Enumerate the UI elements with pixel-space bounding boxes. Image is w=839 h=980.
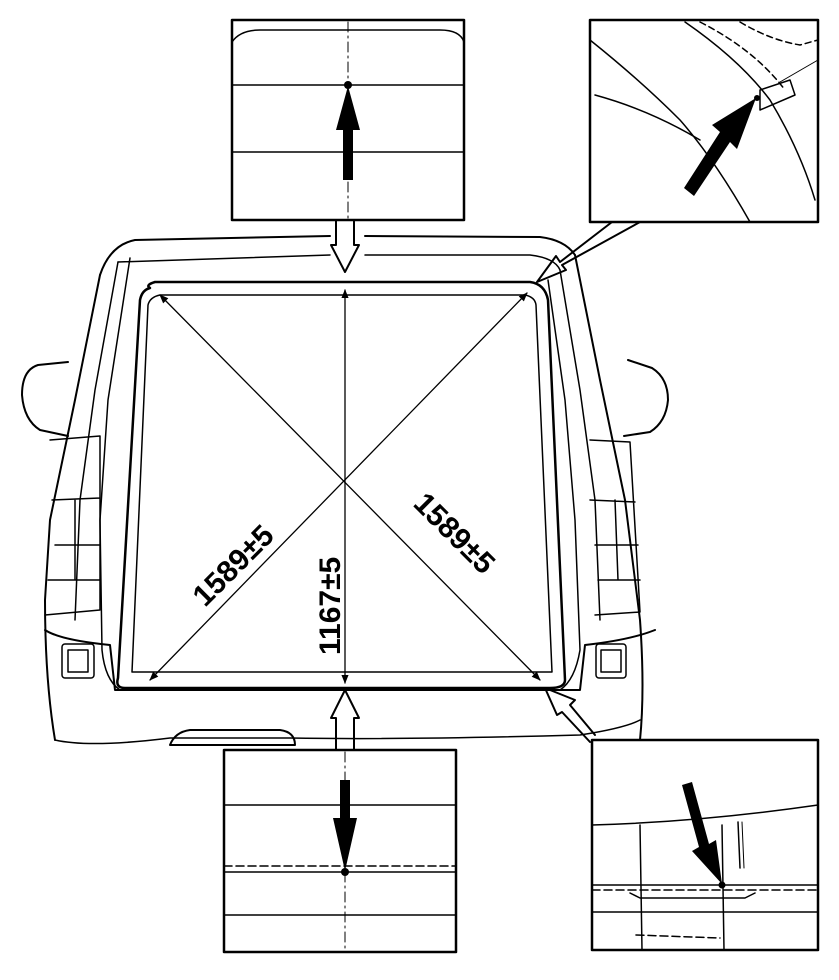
arrow-up-icon bbox=[336, 86, 360, 180]
detail-view-bottom-right bbox=[590, 738, 820, 952]
diagonal-right-dimension-line bbox=[159, 294, 541, 681]
detail-view-top-center bbox=[230, 18, 466, 222]
arrow-diagonal-down-icon bbox=[682, 782, 722, 884]
detail-view-top-right bbox=[588, 18, 820, 224]
vertical-dimension-label: 1167±5 bbox=[314, 557, 347, 655]
diagonal-left-dimension-label: 1589±5 bbox=[187, 519, 281, 613]
detail-view-bottom-center bbox=[222, 748, 458, 954]
diagonal-right-dimension-label: 1589±5 bbox=[407, 487, 501, 581]
arrow-diagonal-icon bbox=[684, 98, 756, 196]
dimension-lines bbox=[149, 289, 541, 684]
arrow-down-icon bbox=[333, 780, 357, 871]
vehicle-body-outline bbox=[21, 235, 669, 746]
callout-pointers bbox=[330, 219, 641, 751]
